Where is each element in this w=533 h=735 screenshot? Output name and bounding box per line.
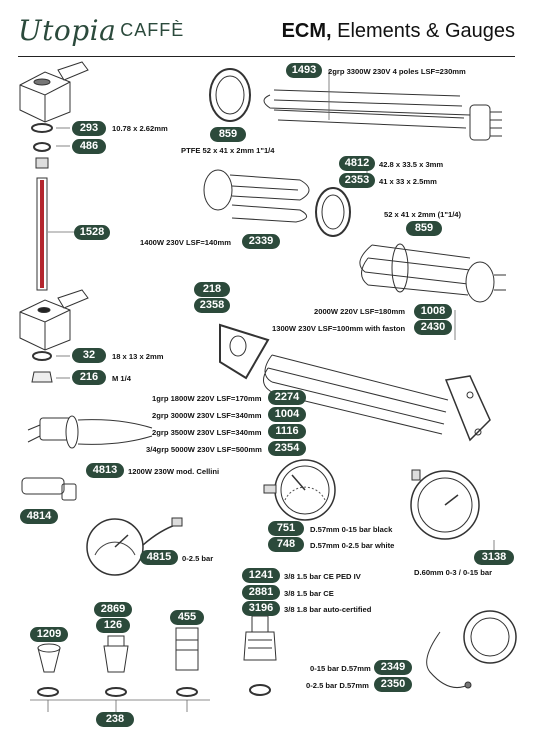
red-tube-icon (36, 177, 48, 291)
oring-icon (31, 123, 53, 133)
heating-element-icon (263, 354, 491, 442)
part-badge: 2353 (339, 173, 375, 188)
solenoid-coil-lower-icon (19, 289, 89, 351)
part-badge: 859 (406, 221, 442, 236)
part-badge: 238 (96, 712, 134, 727)
pressure-gauge-icon (86, 517, 183, 576)
part-badge: 748 (268, 537, 304, 552)
part-badge: 4814 (20, 509, 58, 524)
logo-brand: CAFFÈ (120, 20, 185, 40)
part-badge: 3196 (242, 601, 280, 616)
nozzle-icon (175, 627, 199, 697)
part-badge: 1528 (74, 225, 110, 240)
part-desc: 42.8 x 33.5 x 3mm (379, 160, 444, 169)
nozzle-icon (103, 635, 129, 697)
part-desc: PTFE 52 x 41 x 2mm 1"1/4 (181, 146, 275, 155)
part-badge: 3138 (474, 550, 514, 565)
title-bold: ECM, (281, 20, 332, 42)
part-desc: D.57mm 0-15 bar black (310, 525, 393, 534)
title-rest: Elements & Gauges (331, 20, 515, 42)
part-badge: 1493 (286, 63, 322, 78)
part-desc: 1grp 1800W 220V LSF=170mm (152, 394, 262, 403)
part-badge: 126 (96, 618, 130, 633)
part-badge: 2430 (414, 320, 452, 335)
part-badge: 1116 (268, 424, 306, 439)
heating-element-icon (359, 243, 506, 303)
part-desc: M 1/4 (112, 374, 131, 383)
part-desc: D.57mm 0-2.5 bar white (310, 541, 395, 550)
part-badge: 2358 (194, 298, 230, 313)
part-desc: 2grp 3000W 230V LSF=340mm (152, 411, 262, 420)
part-desc: 3/8 1.5 bar CE PED IV (284, 572, 361, 581)
part-desc: 52 x 41 x 2mm (1"1/4) (384, 210, 462, 219)
heating-element-icon (263, 89, 502, 141)
part-desc: 0-2.5 bar (182, 554, 214, 563)
part-badge: 1004 (268, 407, 306, 422)
logo-script: Utopia (18, 14, 117, 47)
pressure-gauge-icon (263, 459, 336, 521)
part-desc: 1200W 230W mod. Cellini (128, 467, 220, 476)
part-badge: 1008 (414, 304, 452, 319)
oring-icon (32, 351, 52, 361)
part-desc: 1300W 230V LSF=100mm with faston (272, 324, 406, 333)
flange-gasket-icon (219, 323, 270, 380)
part-badge: 2869 (94, 602, 132, 617)
part-badge: 2350 (374, 677, 412, 692)
part-badge: 216 (72, 370, 106, 385)
part-badge: 2881 (242, 585, 280, 600)
part-badge: 486 (72, 139, 106, 154)
part-badge: 2354 (268, 441, 306, 456)
part-badge: 4813 (86, 463, 124, 478)
part-badge: 859 (210, 127, 246, 142)
part-desc: 2grp 3300W 230V 4 poles LSF=230mm (328, 67, 466, 76)
pressure-gauge-icon (410, 469, 480, 540)
part-badge: 751 (268, 521, 304, 536)
part-desc: 2grp 3500W 230V LSF=340mm (152, 428, 262, 437)
part-badge: 293 (72, 121, 106, 136)
part-badge: 32 (72, 348, 106, 363)
nut-icon (33, 142, 51, 169)
part-badge: 455 (170, 610, 204, 625)
nut-icon (31, 371, 53, 383)
ptfe-gasket-icon (209, 68, 251, 122)
connector-icon (21, 477, 77, 501)
heating-element-icon (203, 169, 310, 223)
nozzle-icon (37, 643, 61, 697)
part-desc: 10.78 x 2.62mm (112, 124, 168, 133)
part-badge: 2349 (374, 660, 412, 675)
part-desc: 3/8 1.5 bar CE (284, 589, 334, 598)
part-badge: 2339 (242, 234, 280, 249)
part-desc: D.60mm 0-3 / 0-15 bar (414, 568, 493, 577)
part-desc: 2000W 220V LSF=180mm (314, 307, 405, 316)
part-badge: 2274 (268, 390, 306, 405)
part-desc: 3/4grp 5000W 230V LSF=500mm (146, 445, 262, 454)
part-badge: 1241 (242, 568, 280, 583)
gasket-icon (315, 187, 351, 237)
leader-lines (30, 70, 495, 712)
solenoid-coil-icon (19, 61, 89, 123)
pressure-gauge-icon (426, 610, 517, 689)
header-rule (18, 56, 515, 57)
page-title: ECM, Elements & Gauges (282, 20, 515, 43)
part-desc: 18 x 13 x 2mm (112, 352, 164, 361)
part-badge: 4815 (140, 550, 178, 565)
part-badge: 4812 (339, 156, 375, 171)
heating-element-icon (27, 415, 153, 449)
part-desc: 1400W 230V LSF=140mm (140, 238, 231, 247)
part-badge: 1209 (30, 627, 68, 642)
part-badge: 218 (194, 282, 230, 297)
part-desc: 3/8 1.8 bar auto-certified (284, 605, 372, 614)
part-desc: 0-2.5 bar D.57mm (306, 681, 369, 690)
safety-valve-icon (243, 615, 277, 696)
part-desc: 0-15 bar D.57mm (310, 664, 371, 673)
part-desc: 41 x 33 x 2.5mm (379, 177, 437, 186)
